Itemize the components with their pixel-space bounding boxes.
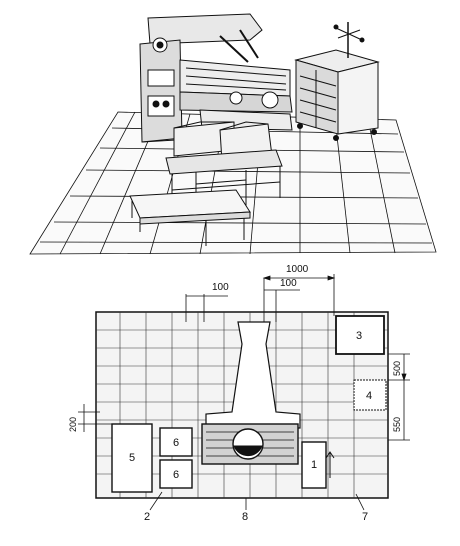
item-labels: 1 3 4 5 6 6 2 8 7 (129, 330, 372, 523)
dim-1000: 1000 (286, 264, 309, 275)
label-item-6a: 6 (173, 437, 179, 449)
item-5-box (111, 423, 153, 493)
label-item-5: 5 (129, 452, 135, 464)
item-6b-box (159, 459, 193, 489)
label-item-2: 2 (144, 511, 150, 523)
plan-view (78, 274, 410, 511)
tool-cabinet (294, 22, 380, 141)
label-item-7: 7 (362, 511, 368, 523)
item-1-box (301, 441, 327, 489)
isometric-sketch (29, 13, 437, 255)
label-item-8: 8 (242, 511, 248, 523)
dim-200: 200 (68, 417, 78, 432)
machine-plan-outline (205, 321, 301, 429)
dim-550: 550 (392, 417, 402, 432)
label-item-1: 1 (311, 459, 317, 471)
dimension-labels: 100 1000 100 200 500 550 (68, 264, 402, 432)
low-platform (129, 189, 251, 246)
workbench-with-bins (165, 121, 283, 214)
label-item-6b: 6 (173, 469, 179, 481)
item-6a-box (159, 427, 193, 457)
dim-500: 500 (392, 361, 402, 376)
label-item-4: 4 (366, 390, 372, 402)
milling-machine (139, 13, 293, 143)
item-4-box (353, 379, 387, 411)
dim-100-left: 100 (212, 282, 229, 293)
dimension-lines (78, 274, 410, 511)
item-3-box (335, 315, 385, 355)
label-item-3: 3 (356, 330, 362, 342)
dim-100-right: 100 (280, 278, 297, 289)
